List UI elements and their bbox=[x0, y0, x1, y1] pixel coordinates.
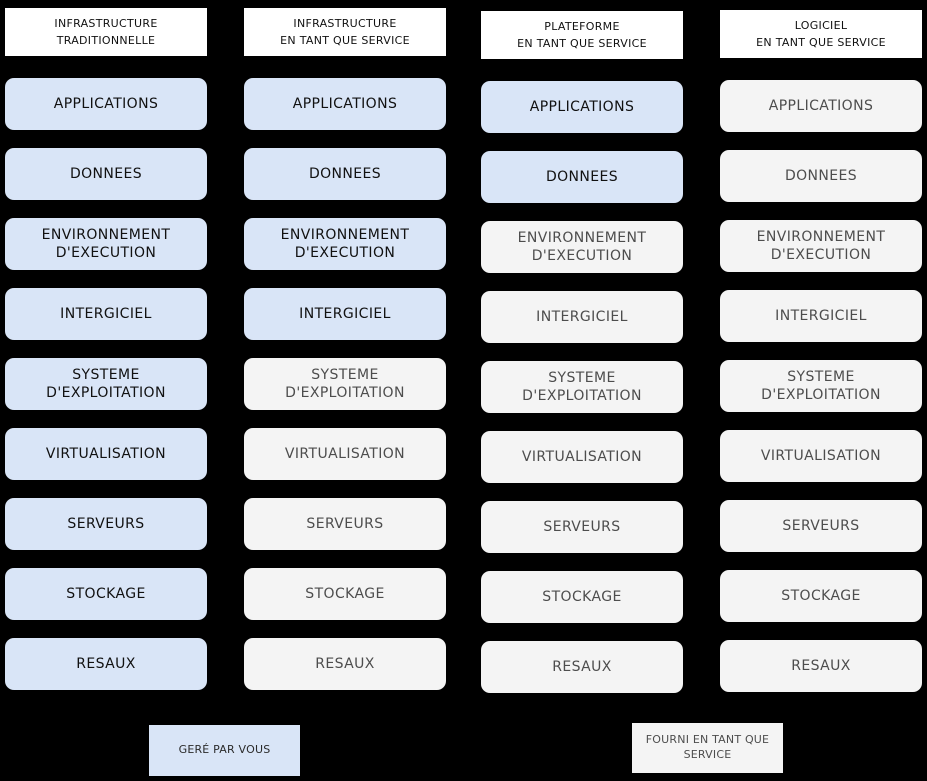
box-virtualisation: VIRTUALISATION bbox=[244, 428, 446, 480]
legend-provided-as-service: FOURNI EN TANT QUE SERVICE bbox=[632, 723, 783, 773]
box-virtualisation: VIRTUALISATION bbox=[720, 430, 922, 482]
box-donnees: DONNEES bbox=[720, 150, 922, 202]
box-stockage: STOCKAGE bbox=[720, 570, 922, 622]
box-donnees: DONNEES bbox=[244, 148, 446, 200]
box-resaux: RESAUX bbox=[244, 638, 446, 690]
box-stockage: STOCKAGE bbox=[5, 568, 207, 620]
box-serveurs: SERVEURS bbox=[481, 501, 683, 553]
box-resaux: RESAUX bbox=[5, 638, 207, 690]
box-systeme-exploitation: SYSTEME D'EXPLOITATION bbox=[244, 358, 446, 410]
box-stockage: STOCKAGE bbox=[481, 571, 683, 623]
box-environnement-execution: ENVIRONNEMENT D'EXECUTION bbox=[481, 221, 683, 273]
box-intergiciel: INTERGICIEL bbox=[5, 288, 207, 340]
legend-managed-by-you: GERÉ PAR VOUS bbox=[149, 725, 300, 776]
box-serveurs: SERVEURS bbox=[5, 498, 207, 550]
box-intergiciel: INTERGICIEL bbox=[481, 291, 683, 343]
column-infrastructure-en-tant-que-service: INFRASTRUCTURE EN TANT QUE SERVICE APPLI… bbox=[244, 0, 446, 690]
column-infrastructure-traditionnelle: INFRASTRUCTURE TRADITIONNELLE APPLICATIO… bbox=[5, 0, 207, 690]
box-virtualisation: VIRTUALISATION bbox=[5, 428, 207, 480]
box-systeme-exploitation: SYSTEME D'EXPLOITATION bbox=[720, 360, 922, 412]
box-serveurs: SERVEURS bbox=[244, 498, 446, 550]
box-stockage: STOCKAGE bbox=[244, 568, 446, 620]
box-serveurs: SERVEURS bbox=[720, 500, 922, 552]
box-environnement-execution: ENVIRONNEMENT D'EXECUTION bbox=[720, 220, 922, 272]
box-virtualisation: VIRTUALISATION bbox=[481, 431, 683, 483]
column-plateforme-en-tant-que-service: PLATEFORME EN TANT QUE SERVICE APPLICATI… bbox=[481, 0, 683, 693]
box-donnees: DONNEES bbox=[481, 151, 683, 203]
box-donnees: DONNEES bbox=[5, 148, 207, 200]
box-resaux: RESAUX bbox=[720, 640, 922, 692]
box-intergiciel: INTERGICIEL bbox=[720, 290, 922, 342]
box-applications: APPLICATIONS bbox=[244, 78, 446, 130]
box-systeme-exploitation: SYSTEME D'EXPLOITATION bbox=[5, 358, 207, 410]
box-resaux: RESAUX bbox=[481, 641, 683, 693]
box-environnement-execution: ENVIRONNEMENT D'EXECUTION bbox=[244, 218, 446, 270]
box-systeme-exploitation: SYSTEME D'EXPLOITATION bbox=[481, 361, 683, 413]
column-logiciel-en-tant-que-service: LOGICIEL EN TANT QUE SERVICE APPLICATION… bbox=[720, 0, 922, 692]
column-header-plateforme-en-tant-que-service: PLATEFORME EN TANT QUE SERVICE bbox=[481, 11, 683, 59]
box-applications: APPLICATIONS bbox=[720, 80, 922, 132]
column-header-infrastructure-traditionnelle: INFRASTRUCTURE TRADITIONNELLE bbox=[5, 8, 207, 56]
column-header-logiciel-en-tant-que-service: LOGICIEL EN TANT QUE SERVICE bbox=[720, 10, 922, 58]
box-environnement-execution: ENVIRONNEMENT D'EXECUTION bbox=[5, 218, 207, 270]
box-intergiciel: INTERGICIEL bbox=[244, 288, 446, 340]
box-applications: APPLICATIONS bbox=[481, 81, 683, 133]
box-applications: APPLICATIONS bbox=[5, 78, 207, 130]
column-header-infrastructure-en-tant-que-service: INFRASTRUCTURE EN TANT QUE SERVICE bbox=[244, 8, 446, 56]
